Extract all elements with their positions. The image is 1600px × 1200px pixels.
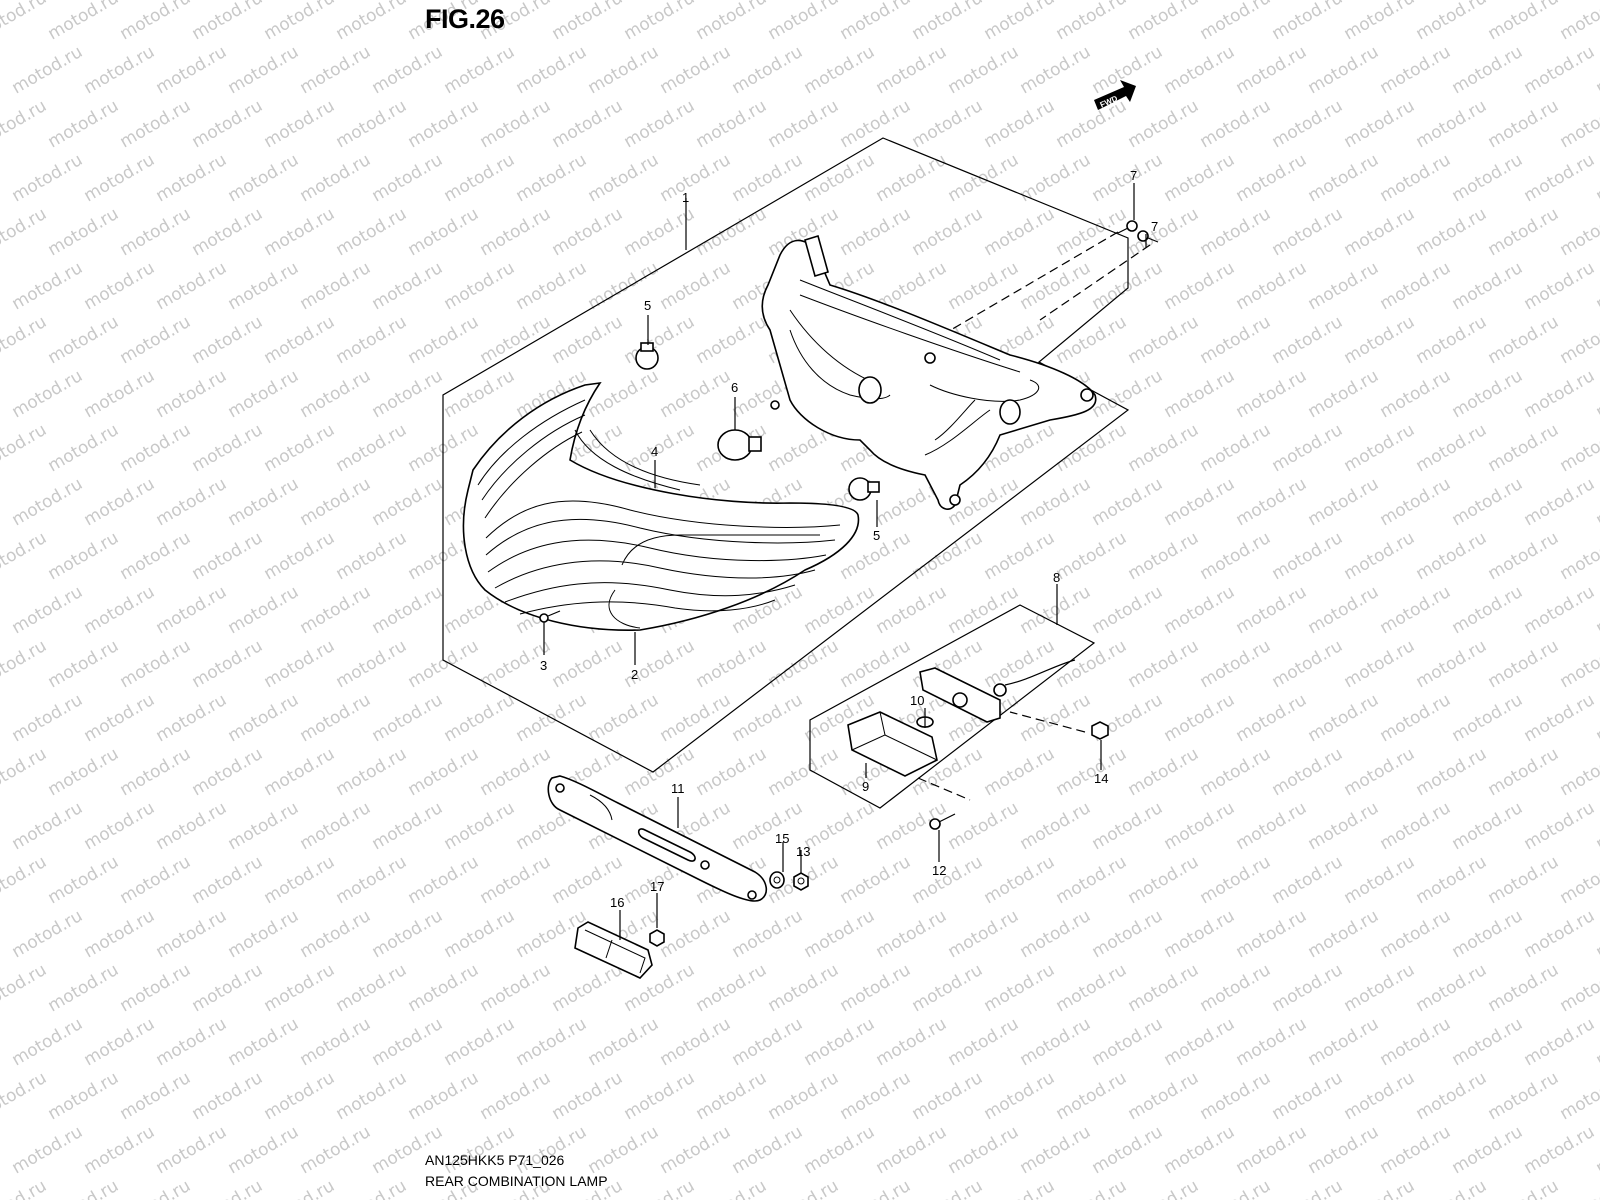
callout-3: 3: [540, 658, 547, 673]
callout-2: 2: [631, 667, 638, 682]
callout-14: 14: [1094, 771, 1108, 786]
callout-6: 6: [731, 380, 738, 395]
callout-7-lower: 7: [1151, 219, 1158, 234]
bulb-5-lower: [848, 477, 880, 501]
callout-17: 17: [650, 879, 664, 894]
assembly-name: REAR COMBINATION LAMP: [425, 1173, 608, 1189]
callout-5-upper: 5: [644, 298, 651, 313]
model-code: AN125HKK5 P71_026: [425, 1152, 565, 1168]
tail-lamp-lens: [462, 381, 860, 631]
callout-8: 8: [1053, 570, 1060, 585]
callout-16: 16: [610, 895, 624, 910]
fwd-label: FWD: [1099, 94, 1120, 110]
nut-17: [649, 929, 665, 947]
dash-line-9: [917, 777, 971, 801]
callout-11: 11: [671, 781, 685, 796]
nut-14: [1091, 721, 1109, 740]
callout-9: 9: [862, 779, 869, 794]
license-lamp-9: [847, 711, 938, 777]
callout-15: 15: [775, 831, 789, 846]
callout-7-upper: 7: [1130, 168, 1137, 183]
callouts: 1 5 6 4 5 7 7 8 3 2 10 9 14 11 12 15 13 …: [540, 168, 1158, 910]
figure-title: FIG.26: [425, 4, 505, 34]
reflector-16: [574, 921, 653, 979]
leader-lines: [543, 183, 1147, 940]
fwd-arrow-icon: FWD: [1094, 80, 1136, 110]
callout-1: 1: [682, 190, 689, 205]
callout-5-lower: 5: [873, 528, 880, 543]
callout-13: 13: [796, 844, 810, 859]
nut-13: [793, 872, 809, 891]
callout-4: 4: [651, 444, 658, 459]
bulb-6: [717, 429, 762, 461]
socket-plate: [919, 659, 1076, 723]
screw-12: [929, 813, 956, 830]
screw-7-upper: [1117, 220, 1138, 234]
dash-line-14: [1009, 711, 1086, 733]
bulb-5-upper: [635, 342, 659, 370]
callout-10: 10: [910, 693, 924, 708]
lamp-housing: [761, 234, 1097, 510]
washer-15: [769, 871, 785, 889]
dash-line-7b: [1039, 244, 1151, 321]
assembly-box-1: [442, 137, 1130, 773]
assembly-box-8: [809, 604, 1096, 809]
bracket-11: [547, 775, 768, 902]
callout-12: 12: [932, 863, 946, 878]
dash-line-7a: [919, 231, 1119, 349]
